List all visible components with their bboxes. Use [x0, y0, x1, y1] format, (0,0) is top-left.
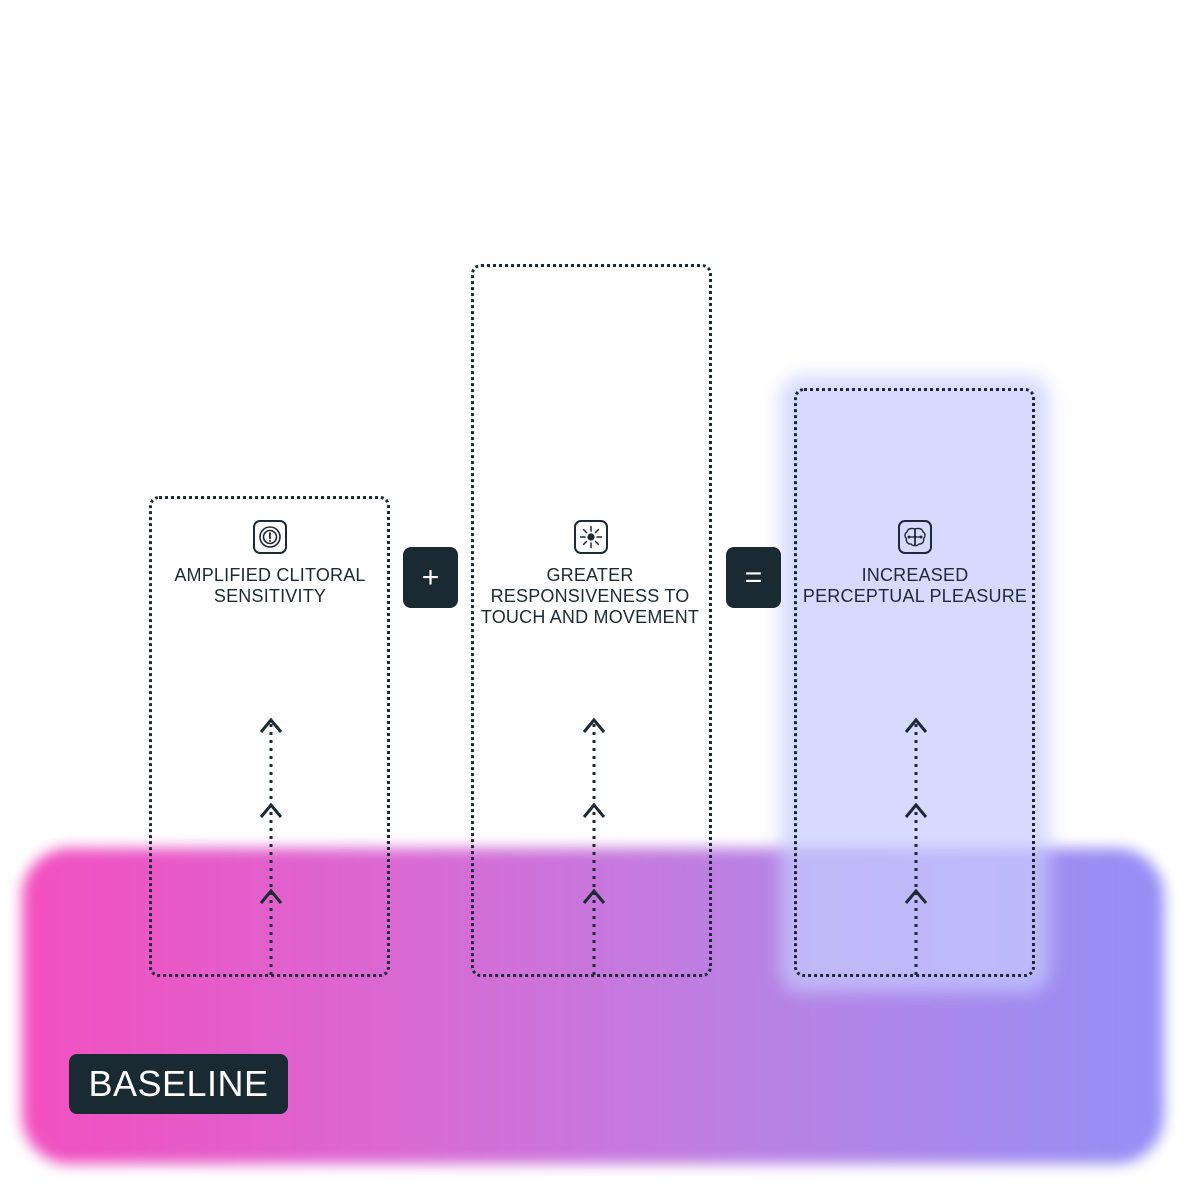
equals-operator: = — [726, 547, 781, 608]
upward-arrows-icon — [904, 717, 928, 975]
sun-burst-icon — [574, 520, 608, 554]
result-highlight-glow — [780, 376, 1050, 992]
column-touch-responsiveness — [471, 264, 712, 977]
column-label: GREATER RESPONSIVENESS TO TOUCH AND MOVE… — [480, 565, 700, 627]
baseline-label: BASELINE — [69, 1054, 288, 1114]
plus-operator: + — [403, 547, 458, 608]
column-label: AMPLIFIED CLITORAL SENSITIVITY — [174, 565, 366, 606]
column-perceptual-pleasure — [794, 388, 1035, 977]
clitoris-circle-icon — [253, 520, 287, 554]
upward-arrows-icon — [582, 717, 606, 975]
upward-arrows-icon — [259, 717, 283, 975]
brain-icon — [898, 520, 932, 554]
column-label: INCREASED PERCEPTUAL PLEASURE — [802, 565, 1028, 606]
column-clitoral-sensitivity — [149, 496, 390, 977]
